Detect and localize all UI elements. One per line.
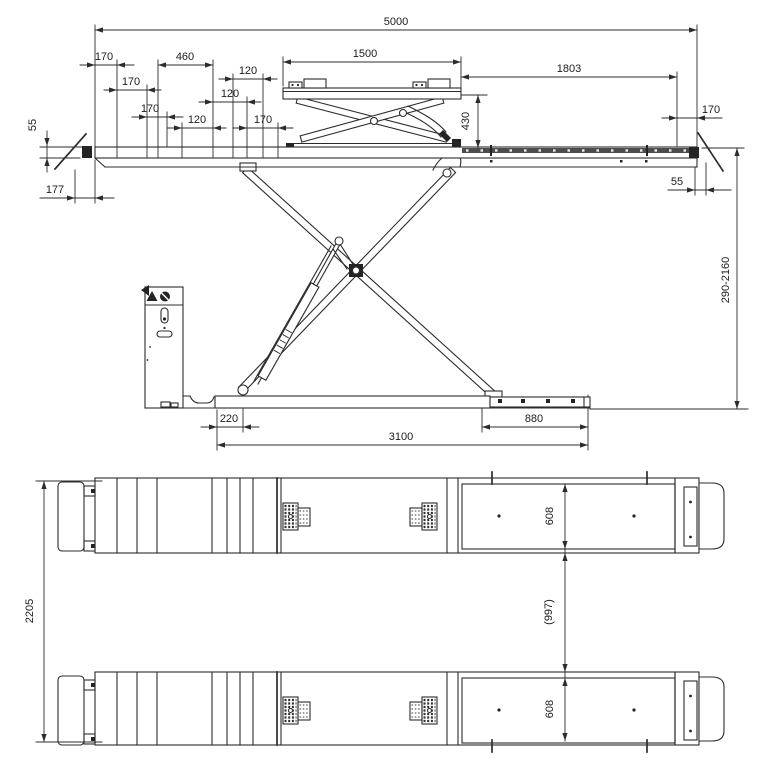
dim-seg-170-d: 170 — [254, 114, 272, 126]
plan-view: 2205 608 (997) 608 — [24, 471, 725, 753]
handle-slot — [156, 330, 173, 338]
end-cap — [698, 676, 725, 742]
hydraulic-cylinder — [253, 236, 355, 385]
side-view-dimensions: 5000 170 460 170 120 170 120 120 170 150… — [27, 16, 740, 448]
side-elevation-view: 5000 170 460 170 120 170 120 120 170 150… — [27, 16, 749, 451]
dim-base-offset-220: 220 — [220, 413, 238, 425]
dim-jack-length: 1500 — [353, 48, 377, 60]
dim-lift-height-range: 290-2160 — [720, 257, 732, 304]
dim-seg-460: 460 — [176, 51, 194, 63]
end-cap — [698, 482, 725, 550]
dim-approach-177: 177 — [46, 184, 64, 196]
dim-thickness-55-right: 55 — [671, 176, 683, 188]
runway-bottom-plan — [57, 671, 725, 753]
slip-pad-left — [282, 696, 311, 725]
dim-seg-120-c: 120 — [188, 114, 206, 126]
jack-platform — [282, 87, 462, 100]
dim-thickness-55-left: 55 — [27, 119, 39, 131]
dim-seg-170-c: 170 — [141, 103, 159, 115]
dim-base-length-3100: 3100 — [389, 431, 413, 443]
button-column[interactable] — [160, 307, 169, 324]
base-frame — [144, 395, 591, 409]
slip-pad-right — [409, 696, 438, 725]
upper-roller — [442, 168, 452, 178]
dim-seg-170-a: 170 — [95, 51, 113, 63]
dim-seg-170-b: 170 — [122, 76, 140, 88]
runway-top-plan — [57, 471, 725, 554]
slip-pad-left — [282, 502, 311, 531]
warning-icon — [146, 291, 158, 301]
dim-flat-zone: 1803 — [557, 63, 581, 75]
left-flap — [53, 132, 88, 171]
right-flap — [696, 131, 725, 173]
dim-runway-width-608-top: 608 — [544, 507, 556, 525]
runway-side — [53, 131, 725, 173]
dim-overall-width-2205: 2205 — [24, 599, 36, 623]
dim-seg-120-a: 120 — [239, 65, 257, 77]
dim-end-170: 170 — [702, 104, 720, 116]
dim-extension-880: 880 — [525, 413, 543, 425]
scissor-mechanism — [237, 151, 503, 401]
control-box — [141, 285, 184, 409]
dim-jack-height: 430 — [460, 112, 472, 130]
wheel-free-jack — [282, 78, 462, 147]
dim-runway-width-608-bottom: 608 — [544, 700, 556, 718]
dim-track-gap-997: (997) — [543, 599, 555, 625]
plan-view-dimensions: 2205 608 (997) 608 — [24, 480, 568, 743]
dim-seg-120-b: 120 — [221, 88, 239, 100]
dim-overall-length: 5000 — [384, 16, 408, 28]
drive-on-ramp — [57, 675, 85, 746]
drive-on-ramp — [57, 481, 85, 552]
slip-pad-right — [409, 502, 438, 531]
lower-roller — [237, 384, 249, 396]
